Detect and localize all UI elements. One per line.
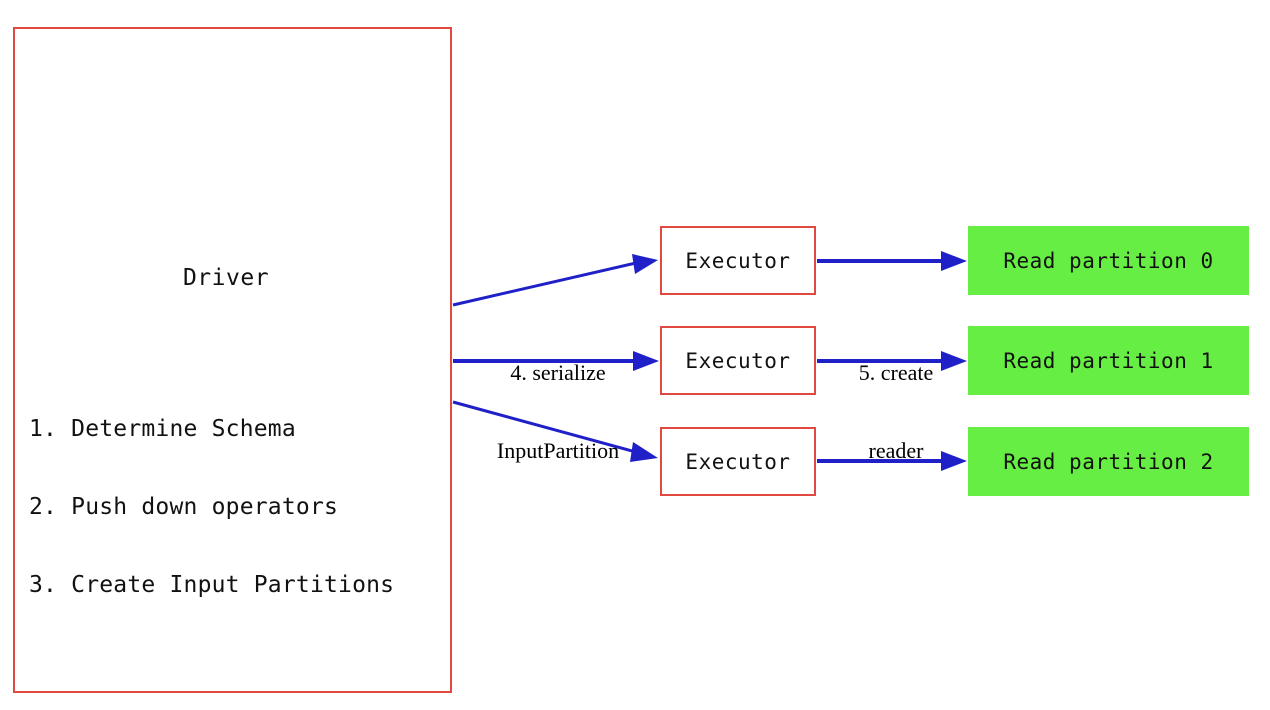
executor-box-2: Executor	[660, 427, 816, 496]
partition-box-1: Read partition 1	[968, 326, 1249, 395]
partition-label-0: Read partition 0	[1003, 248, 1214, 273]
edge-label-create-reader-line-1: 5. create	[858, 360, 934, 385]
driver-step-2: 2. Push down operators	[29, 494, 339, 520]
driver-title: Driver	[182, 265, 270, 291]
partition-box-2: Read partition 2	[968, 427, 1249, 496]
driver-box	[13, 27, 452, 693]
partition-label-1: Read partition 1	[1003, 348, 1214, 373]
partition-label-2: Read partition 2	[1003, 449, 1214, 474]
edge-label-create-reader-line-2: reader	[868, 438, 924, 463]
driver-steps-list: 1. Determine Schema 2. Push down operato…	[29, 364, 394, 650]
edge-label-serialize-line-2: InputPartition	[496, 438, 620, 463]
edge-label-serialize: 4. serialize InputPartition	[458, 308, 658, 516]
arrow-executor-0-to-partition-0	[817, 251, 967, 271]
executor-label-0: Executor	[685, 248, 791, 273]
edge-label-serialize-line-1: 4. serialize	[510, 360, 606, 385]
executor-label-2: Executor	[685, 449, 791, 474]
executor-label-1: Executor	[685, 348, 791, 373]
executor-box-0: Executor	[660, 226, 816, 295]
driver-step-3: 3. Create Input Partitions	[29, 572, 395, 598]
driver-step-1: 1. Determine Schema	[29, 416, 296, 442]
arrow-driver-to-executor-0	[452, 254, 658, 307]
partition-box-0: Read partition 0	[968, 226, 1249, 295]
edge-label-create-reader: 5. create reader	[826, 308, 966, 516]
executor-box-1: Executor	[660, 326, 816, 395]
